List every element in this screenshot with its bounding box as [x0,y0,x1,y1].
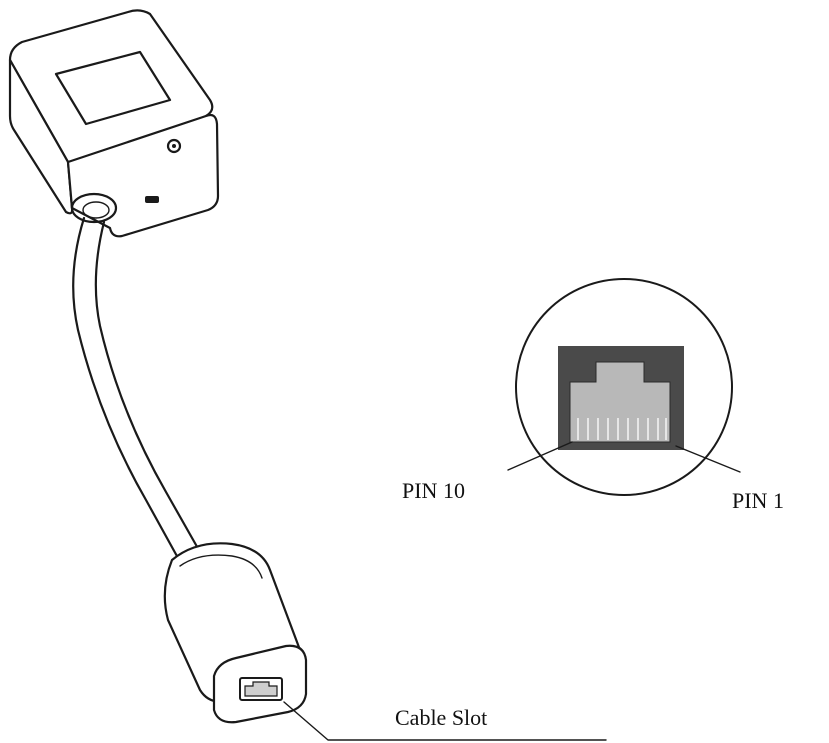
cable-edge-right [94,220,202,554]
pin1-leader [675,445,741,473]
display-window [54,50,172,126]
rj-port-insert [244,681,278,697]
cable-slot-leader [283,701,607,741]
sensor-head [8,9,220,238]
cable-slot-callout: Cable Slot [283,701,607,741]
cable-collar-inner [82,201,110,219]
status-slot [145,196,159,203]
contact-pins [577,418,667,440]
screw-hole [166,138,182,154]
connector-rim [179,554,263,579]
cable [72,216,202,560]
pin10-leader [507,441,573,471]
cable-edge-left [72,216,180,560]
port-detail: PIN 10 PIN 1 [402,278,784,513]
cable-collar-outer [70,192,118,224]
cable-slot-label: Cable Slot [395,705,487,730]
pin1-label: PIN 1 [732,488,784,513]
connector-housing [163,542,308,724]
port-insert [569,361,671,443]
pin10-label: PIN 10 [402,478,465,503]
